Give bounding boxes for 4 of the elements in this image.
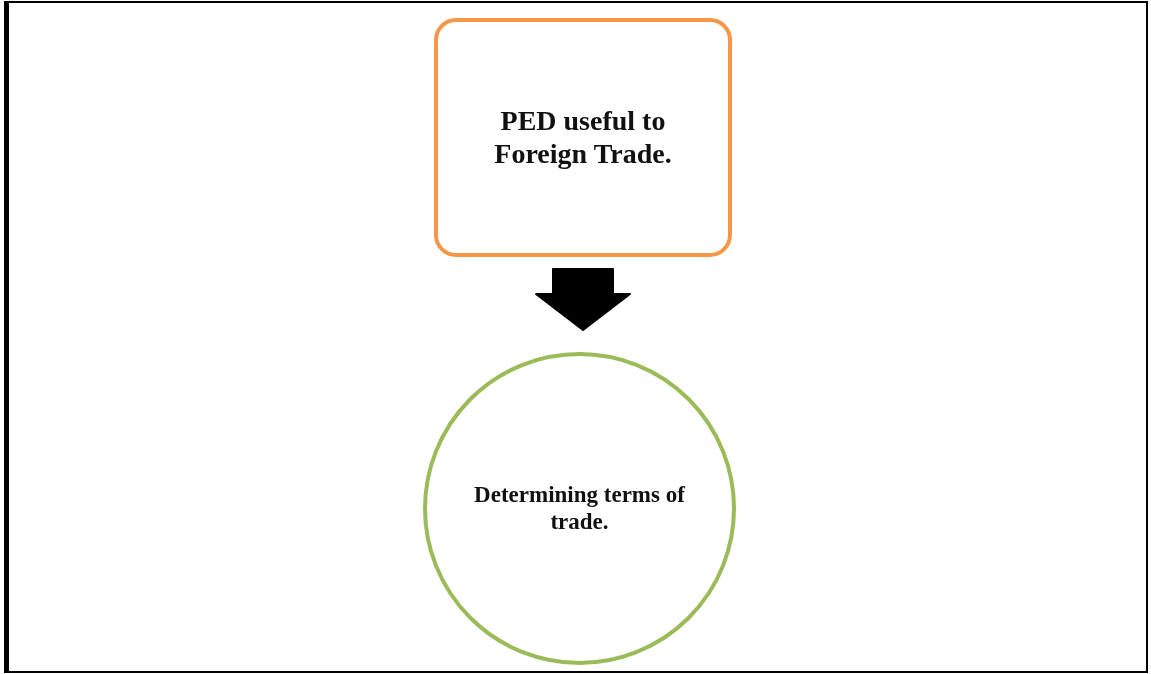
node-label: PED useful to Foreign Trade. bbox=[493, 105, 673, 170]
node-label: Determining terms of trade. bbox=[473, 482, 686, 535]
rounded-box bbox=[434, 18, 732, 257]
block-arrow bbox=[535, 268, 631, 331]
